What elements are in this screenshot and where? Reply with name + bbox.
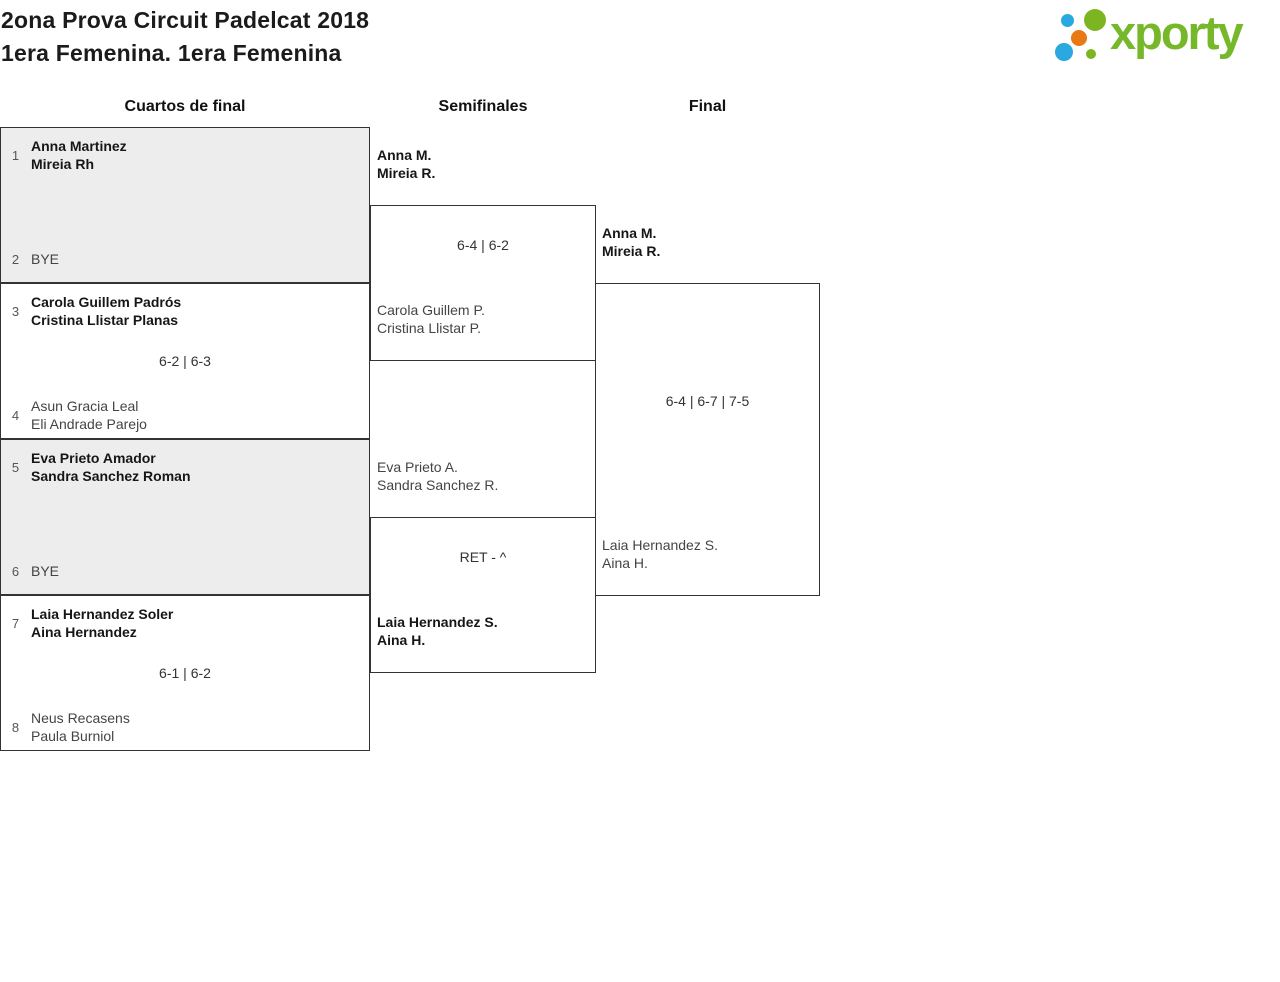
player-line: Eva Prieto A. xyxy=(377,459,458,475)
final-match: 6-4 | 6-7 | 7-5 xyxy=(595,283,820,596)
player-line: BYE xyxy=(31,251,60,267)
match-score: 6-2 | 6-3 xyxy=(159,353,211,369)
player-line: Paula Burniol xyxy=(31,728,115,744)
sf-match-2: RET - ^ xyxy=(370,517,596,673)
team-names: Eva Prieto Amador Sandra Sanchez Roman xyxy=(31,449,191,485)
sf1-team1-label: Anna M. Mireia R. xyxy=(377,146,435,182)
player-line: Anna M. xyxy=(602,225,657,241)
final-team1-label: Anna M. Mireia R. xyxy=(602,224,660,260)
team-names: BYE xyxy=(31,250,59,268)
bracket-entry-seed1: 7 Laia Hernandez Soler Aina Hernandez xyxy=(9,605,363,641)
player-line: Carola Guillem P. xyxy=(377,302,485,318)
seed-label: 7 xyxy=(11,615,20,631)
player-line: Aina H. xyxy=(602,555,648,571)
player-line: BYE xyxy=(31,563,60,579)
seed-label: 3 xyxy=(11,303,20,319)
player-line: Anna M. xyxy=(377,147,432,163)
sf-match-1: 6-4 | 6-2 xyxy=(370,205,596,361)
player-line: Laia Hernandez S. xyxy=(377,614,498,630)
match-score: 6-1 | 6-2 xyxy=(159,665,211,681)
logo-dot-green-small-icon xyxy=(1086,49,1096,59)
logo-wordmark: xporty xyxy=(1110,6,1244,59)
player-line: Aina H. xyxy=(377,632,426,648)
seed-label: 1 xyxy=(11,147,20,163)
qf-match-3: 5 Eva Prieto Amador Sandra Sanchez Roman… xyxy=(0,439,370,595)
bracket-entry-seed1: 1 Anna Martinez Mireia Rh xyxy=(9,137,363,173)
team-names: BYE xyxy=(31,562,59,580)
match-score: RET - ^ xyxy=(459,549,507,565)
logo-dot-green-large-icon xyxy=(1084,9,1106,31)
seed-label: 4 xyxy=(11,407,20,423)
sf1-team2-label: Carola Guillem P. Cristina Llistar P. xyxy=(377,301,485,337)
player-line: Laia Hernandez S. xyxy=(602,537,718,553)
bracket-entry-seed2: 2 BYE xyxy=(9,241,363,277)
qf-match-4: 7 Laia Hernandez Soler Aina Hernandez 6-… xyxy=(0,595,370,751)
player-line: Mireia R. xyxy=(377,165,436,181)
category-name: 1era Femenina. 1era Femenina xyxy=(1,40,342,66)
bracket-entry-seed1: 3 Carola Guillem Padrós Cristina Llistar… xyxy=(9,293,363,329)
match-score: 6-4 | 6-2 xyxy=(457,237,509,253)
round-header-final: Final xyxy=(688,98,727,115)
qf-match-2: 3 Carola Guillem Padrós Cristina Llistar… xyxy=(0,283,370,439)
sf2-team1-label: Eva Prieto A. Sandra Sanchez R. xyxy=(377,458,498,494)
bracket-entry-seed1: 5 Eva Prieto Amador Sandra Sanchez Roman xyxy=(9,449,363,485)
qf-match-1: 1 Anna Martinez Mireia Rh 2 BYE xyxy=(0,127,370,283)
match-score: 6-4 | 6-7 | 7-5 xyxy=(665,393,750,409)
player-line: Sandra Sanchez R. xyxy=(377,477,499,493)
logo-dot-orange-icon xyxy=(1071,30,1087,46)
player-line: Sandra Sanchez Roman xyxy=(31,468,191,484)
player-line: Eva Prieto Amador xyxy=(31,450,156,466)
sf2-team2-label: Laia Hernandez S. Aina H. xyxy=(377,613,498,649)
player-line: Carola Guillem Padrós xyxy=(31,294,182,310)
player-line: Asun Gracia Leal xyxy=(31,398,139,414)
seed-label: 8 xyxy=(11,719,20,735)
team-names: Neus Recasens Paula Burniol xyxy=(31,709,130,745)
player-line: Aina Hernandez xyxy=(31,624,137,640)
xporty-logo[interactable]: xporty xyxy=(1048,5,1278,71)
bracket-entry-seed2: 8 Neus Recasens Paula Burniol xyxy=(9,709,363,745)
team-names: Laia Hernandez Soler Aina Hernandez xyxy=(31,605,173,641)
page-title: 2ona Prova Circuit Padelcat 2018 1era Fe… xyxy=(1,4,369,70)
team-names: Asun Gracia Leal Eli Andrade Parejo xyxy=(31,397,147,433)
round-header-semifinals: Semifinales xyxy=(438,98,528,115)
player-line: Laia Hernandez Soler xyxy=(31,606,174,622)
player-line: Cristina Llistar P. xyxy=(377,320,482,336)
team-names: Carola Guillem Padrós Cristina Llistar P… xyxy=(31,293,181,329)
logo-dot-blue-small-icon xyxy=(1061,14,1074,27)
bracket-entry-seed2: 6 BYE xyxy=(9,553,363,589)
bracket-entry-seed2: 4 Asun Gracia Leal Eli Andrade Parejo xyxy=(9,397,363,433)
logo-dot-blue-large-icon xyxy=(1055,43,1073,61)
seed-label: 6 xyxy=(11,563,20,579)
seed-label: 2 xyxy=(11,251,20,267)
player-line: Mireia R. xyxy=(602,243,661,259)
player-line: Neus Recasens xyxy=(31,710,130,726)
player-line: Mireia Rh xyxy=(31,156,95,172)
team-names: Anna Martinez Mireia Rh xyxy=(31,137,127,173)
seed-label: 5 xyxy=(11,459,20,475)
player-line: Cristina Llistar Planas xyxy=(31,312,179,328)
tournament-name: 2ona Prova Circuit Padelcat 2018 xyxy=(1,7,370,33)
final-team2-label: Laia Hernandez S. Aina H. xyxy=(602,536,718,572)
player-line: Eli Andrade Parejo xyxy=(31,416,147,432)
round-header-quarterfinals: Cuartos de final xyxy=(124,98,246,115)
player-line: Anna Martinez xyxy=(31,138,127,154)
